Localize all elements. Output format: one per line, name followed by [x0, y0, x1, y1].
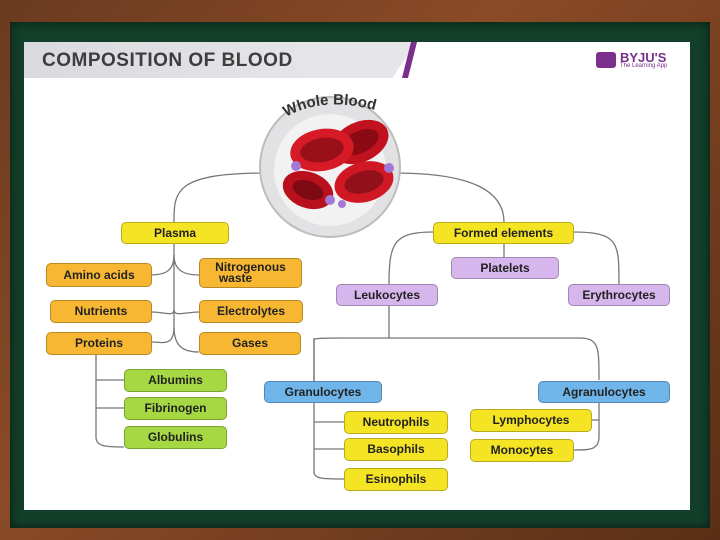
slide: COMPOSITION OF BLOOD BYJU'S The Learning… — [24, 42, 690, 510]
node-gases: Gases — [199, 332, 301, 355]
title-band — [24, 42, 416, 78]
red-blood-cells-icon — [282, 119, 394, 210]
node-nutrients: Nutrients — [50, 300, 152, 323]
nitrogenous-line-1: Nitrogenous — [215, 260, 286, 274]
nitrogenous-line-2: waste — [218, 271, 253, 285]
node-lymphocytes: Lymphocytes — [470, 409, 592, 432]
node-nitrogenous-waste: Nitrogenous waste — [199, 258, 302, 288]
node-neutrophils: Neutrophils — [344, 411, 448, 434]
node-esinophils: Esinophils — [344, 468, 448, 491]
node-agranulocytes: Agranulocytes — [538, 381, 670, 403]
node-platelets: Platelets — [451, 257, 559, 279]
node-granulocytes: Granulocytes — [264, 381, 382, 403]
byjus-logo-icon — [596, 52, 616, 68]
node-formed-elements: Formed elements — [433, 222, 574, 244]
node-erythrocytes: Erythrocytes — [568, 284, 670, 306]
node-albumins: Albumins — [124, 369, 227, 392]
logo-tagline: The Learning App — [620, 63, 668, 69]
logo-name: BYJU'S — [620, 50, 667, 65]
connector-lines: Whole Blood — [95, 91, 620, 480]
node-fibrinogen: Fibrinogen — [124, 397, 227, 420]
node-electrolytes: Electrolytes — [199, 300, 303, 323]
node-proteins: Proteins — [46, 332, 152, 355]
node-basophils: Basophils — [344, 438, 448, 461]
page-title: COMPOSITION OF BLOOD — [42, 50, 293, 71]
node-globulins: Globulins — [124, 426, 227, 449]
node-plasma: Plasma — [121, 222, 229, 244]
node-monocytes: Monocytes — [470, 439, 574, 462]
node-amino-acids: Amino acids — [46, 263, 152, 287]
node-leukocytes: Leukocytes — [336, 284, 438, 306]
